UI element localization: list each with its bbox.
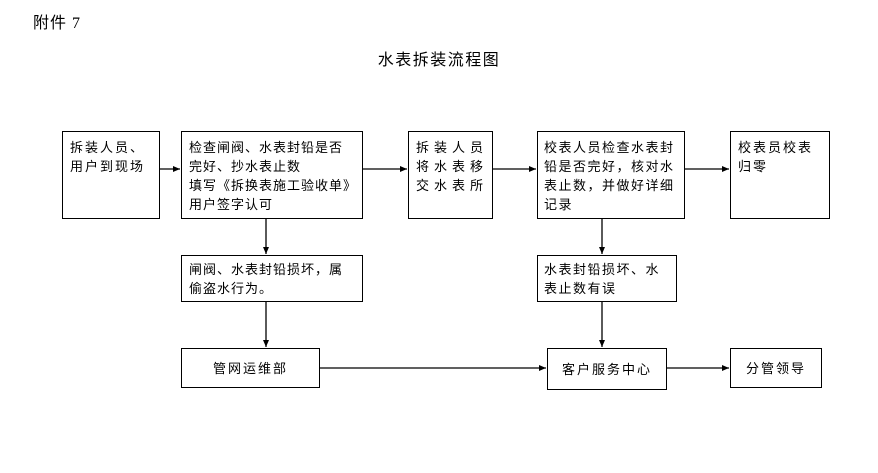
node-check-seal: 检查闸阀、水表封铅是否 完好、抄水表止数 填写《拆换表施工验收单》 用户签字认可 xyxy=(181,131,363,219)
node-text-line: 铅是否完好，核对水 xyxy=(544,159,675,174)
node-text-line: 用户到现场 xyxy=(70,159,146,174)
node-text-line: 管网运维部 xyxy=(212,360,288,376)
node-leader: 分管领导 xyxy=(730,348,822,388)
node-customer-service: 客户服务中心 xyxy=(547,348,667,390)
node-text-line: 交水表所 xyxy=(416,178,489,193)
node-text-line: 填写《拆换表施工验收单》 xyxy=(189,178,358,193)
node-text-line: 拆装人员 xyxy=(416,140,489,155)
node-theft-behavior: 闸阀、水表封铅损坏，属 偷盗水行为。 xyxy=(181,255,363,302)
attachment-label: 附件 7 xyxy=(33,15,82,32)
node-text-line: 记录 xyxy=(544,197,574,212)
node-text-line: 校表人员检查水表封 xyxy=(544,140,675,155)
node-text-line: 检查闸阀、水表封铅是否 xyxy=(189,140,344,155)
node-text-line: 校表员校表 xyxy=(738,140,814,155)
node-text-line: 客户服务中心 xyxy=(561,361,652,377)
node-text-line: 完好、抄水表止数 xyxy=(189,159,302,174)
node-text-line: 闸阀、水表封铅损坏，属 xyxy=(189,262,344,277)
node-text-line: 表止数有误 xyxy=(544,281,617,296)
node-text-line: 将水表移 xyxy=(416,159,489,174)
node-text-line: 拆装人员、 xyxy=(70,140,146,155)
node-text-line: 分管领导 xyxy=(745,360,806,376)
node-arrive-onsite: 拆装人员、 用户到现场 xyxy=(62,131,160,219)
node-pipeline-dept: 管网运维部 xyxy=(181,348,320,388)
node-seal-damaged: 水表封铅损坏、水 表止数有误 xyxy=(537,255,677,302)
node-transfer-meter: 拆装人员 将水表移 交水表所 xyxy=(408,131,493,219)
node-text-line: 归零 xyxy=(738,159,769,174)
page-title: 水表拆装流程图 xyxy=(377,52,501,69)
node-verify-record: 校表人员检查水表封 铅是否完好，核对水 表止数，并做好详细 记录 xyxy=(537,131,685,219)
node-text-line: 偷盗水行为。 xyxy=(189,281,274,296)
node-text-line: 表止数，并做好详细 xyxy=(544,178,675,193)
node-text-line: 水表封铅损坏、水 xyxy=(544,262,661,277)
node-text-line: 用户签字认可 xyxy=(189,197,274,212)
node-reset-zero: 校表员校表 归零 xyxy=(730,131,830,219)
